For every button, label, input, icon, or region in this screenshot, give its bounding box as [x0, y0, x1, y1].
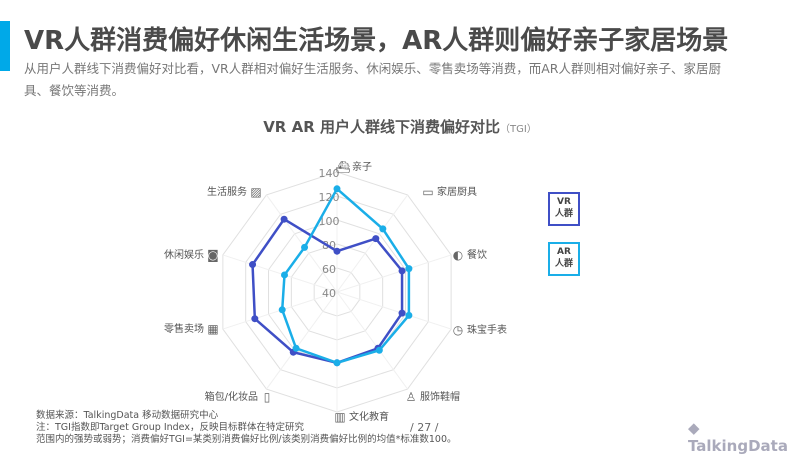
grid-spoke	[266, 291, 338, 390]
grid-spoke	[336, 194, 408, 293]
data-point	[292, 344, 300, 352]
store-icon: ▦	[207, 322, 218, 336]
axis-label: 箱包/化妆品	[205, 390, 258, 403]
axis-label: 零售卖场	[164, 322, 204, 335]
axis-label: 亲子	[352, 160, 372, 173]
data-point	[405, 265, 413, 273]
data-point	[251, 315, 259, 323]
grid-spoke	[222, 254, 338, 293]
data-point	[375, 346, 383, 354]
service-icon: ▨	[250, 185, 261, 199]
stroller-icon: ⛴	[335, 160, 350, 174]
legend-vr: VR 人群	[548, 192, 580, 226]
legend-ar-line2: 人群	[554, 259, 573, 269]
chart-title: VR AR 用户人群线下消费偏好对比（TGI）	[0, 116, 800, 137]
data-point	[398, 267, 406, 275]
tick-label: 60	[322, 263, 336, 276]
footnote-note1: 注：TGI指数即Target Group Index，反映目标群体在特定研究	[36, 422, 304, 433]
data-point	[333, 185, 341, 193]
axis-label: 休闲娱乐	[164, 248, 204, 261]
title-accent-bar	[0, 21, 10, 71]
tick-label: 100	[319, 215, 340, 228]
talkingdata-logo: ◆ TalkingData	[688, 419, 788, 455]
tick-label: 140	[319, 167, 340, 180]
data-point	[278, 306, 286, 314]
data-point	[398, 309, 406, 317]
axis-label: 家居厨具	[437, 185, 477, 198]
legend-ar: AR 人群	[548, 242, 580, 276]
chart-title-unit: （TGI）	[499, 124, 537, 135]
data-point	[333, 247, 341, 255]
grid-spoke	[266, 194, 338, 293]
axis-label: 餐饮	[467, 248, 487, 261]
bread-icon: ◐	[453, 248, 463, 262]
footnote: 数据来源：TalkingData 移动数据研究中心 注：TGI指数即Target…	[36, 410, 457, 446]
data-point	[379, 225, 387, 233]
lipstick-icon: ▯	[264, 390, 271, 404]
axis-label: 服饰鞋帽	[420, 390, 460, 403]
footnote-source: 数据来源：TalkingData 移动数据研究中心	[36, 410, 219, 421]
grid-spoke	[336, 291, 408, 390]
grid-spoke	[336, 291, 452, 330]
logo-text: TalkingData	[688, 437, 788, 455]
data-point	[281, 271, 289, 279]
axis-label: 珠宝手表	[467, 323, 507, 336]
data-point	[372, 235, 380, 243]
axis-label: 生活服务	[207, 185, 247, 198]
drum-icon: ◙	[207, 248, 219, 262]
clothes-icon: ♙	[406, 390, 417, 404]
sofa-icon: ▭	[422, 185, 433, 199]
legend-ar-line1: AR	[557, 247, 571, 257]
data-point	[333, 359, 341, 367]
data-point	[301, 243, 309, 251]
axis-label: 文化教育	[349, 410, 389, 423]
page-subtitle: 从用户人群线下消费偏好对比看，VR人群相对偏好生活服务、休闲娱乐、零售卖场等消费…	[24, 61, 721, 98]
page-number: / 27 /	[410, 421, 439, 434]
tick-label: 40	[322, 287, 336, 300]
data-point	[405, 311, 413, 319]
legend-vr-line2: 人群	[554, 209, 573, 219]
legend-vr-line1: VR	[557, 197, 571, 207]
clock-icon: ◷	[453, 323, 464, 337]
data-point	[249, 261, 257, 269]
footnote-note2: 范围内的强势或弱势；消费偏好TGI=某类别消费偏好比例/该类别消费偏好比例的均值…	[36, 434, 457, 445]
page-title: VR人群消费偏好休闲生活场景，AR人群则偏好亲子家居场景	[24, 26, 729, 56]
book-icon: ▥	[334, 410, 345, 424]
chart-title-text: VR AR 用户人群线下消费偏好对比	[263, 118, 500, 136]
grid-spoke	[336, 254, 452, 293]
data-point	[280, 215, 288, 223]
